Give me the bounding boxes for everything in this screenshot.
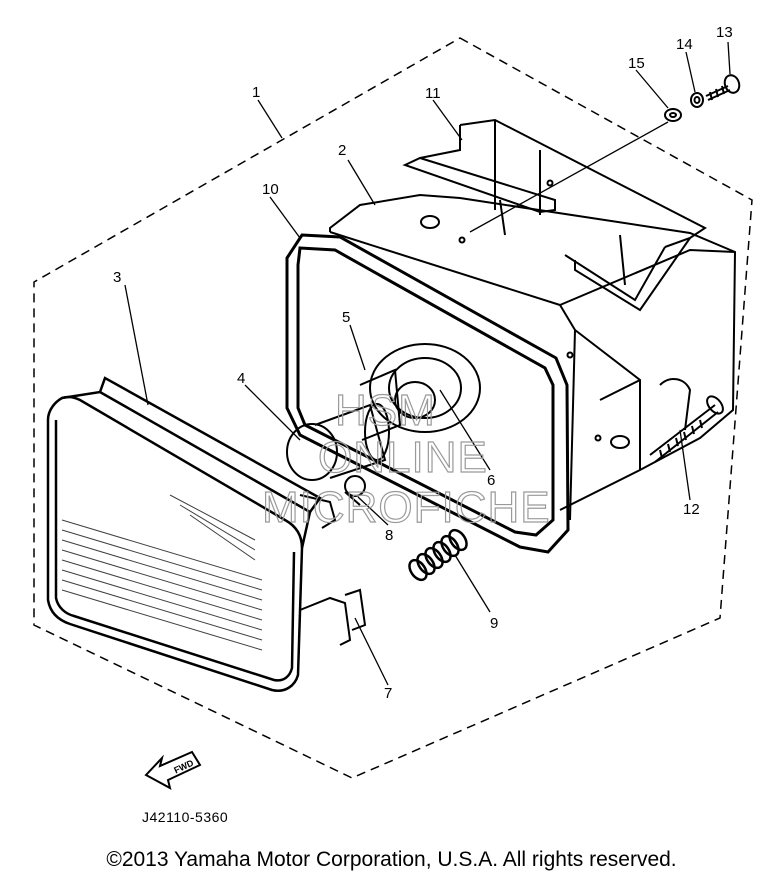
headlight-housing <box>329 179 737 521</box>
adjusting-screw-12 <box>649 378 724 463</box>
assembly-boundary <box>33 37 753 779</box>
callout-4: 4 <box>237 370 245 387</box>
callout-5: 5 <box>342 309 350 326</box>
mounting-bracket <box>402 118 707 312</box>
nut-14 <box>690 92 704 108</box>
lens-clip-upper <box>299 494 337 529</box>
forward-arrow-icon: FWD <box>144 750 202 790</box>
lens-clip <box>299 588 367 646</box>
lens-pattern <box>61 494 263 651</box>
watermark-line-1: HSM <box>335 386 436 435</box>
callout-6: 6 <box>487 472 495 489</box>
bolt-13 <box>705 74 741 101</box>
bulb-socket <box>359 343 481 441</box>
callout-10: 10 <box>262 181 279 198</box>
callout-14: 14 <box>676 36 693 53</box>
callout-12: 12 <box>683 501 700 518</box>
leader-lines <box>124 41 731 686</box>
callout-1: 1 <box>252 84 260 101</box>
watermark-line-2: ONLINE <box>318 433 488 482</box>
callout-3: 3 <box>113 269 121 286</box>
headlight-bulb <box>286 403 390 481</box>
callout-11: 11 <box>425 85 441 102</box>
callout-7: 7 <box>384 685 392 702</box>
callout-9: 9 <box>490 615 498 632</box>
callout-2: 2 <box>338 142 346 159</box>
watermark: HSM ONLINE MICROFICHE <box>261 385 551 532</box>
copyright-notice: ©2013 Yamaha Motor Corporation, U.S.A. A… <box>106 848 677 871</box>
headlight-rim <box>285 233 570 554</box>
washer-15 <box>664 108 682 122</box>
callout-8: 8 <box>385 527 393 544</box>
spring <box>408 528 468 582</box>
diagram-part-number: J42110-5360 <box>142 809 229 825</box>
adjusting-screw-8 <box>344 475 366 506</box>
callout-15: 15 <box>628 55 645 72</box>
headlight-lens-unit <box>46 376 322 692</box>
callout-13: 13 <box>716 24 733 41</box>
watermark-line-3: MICROFICHE <box>262 483 551 532</box>
